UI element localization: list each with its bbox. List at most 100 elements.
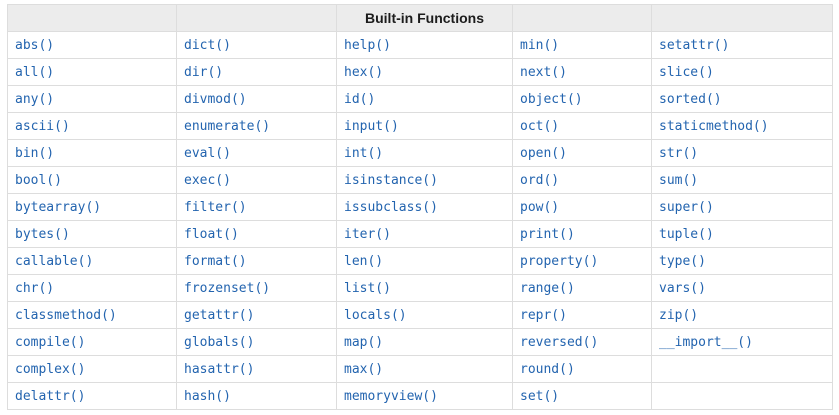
function-link[interactable]: abs() (15, 37, 55, 53)
table-cell: range() (512, 274, 652, 302)
function-link[interactable]: float() (184, 226, 239, 242)
table-row: delattr() hash() memoryview() set() (7, 382, 833, 410)
table-row: classmethod() getattr() locals() repr() zip(… (7, 301, 833, 329)
function-link[interactable]: hash() (184, 388, 231, 404)
table-cell: delattr() (7, 382, 177, 410)
function-link[interactable]: round() (520, 361, 575, 377)
function-link[interactable]: tuple() (659, 226, 714, 242)
table-cell: tuple() (651, 220, 833, 248)
function-link[interactable]: sum() (659, 172, 699, 188)
function-link[interactable]: issubclass() (344, 199, 438, 215)
function-link[interactable]: max() (344, 361, 384, 377)
table-cell: sum() (651, 166, 833, 194)
table-cell: set() (512, 382, 652, 410)
function-link[interactable]: object() (520, 91, 583, 107)
function-link[interactable]: str() (659, 145, 699, 161)
function-link[interactable]: open() (520, 145, 567, 161)
function-link[interactable]: hasattr() (184, 361, 255, 377)
table-cell: int() (336, 139, 513, 167)
function-link[interactable]: int() (344, 145, 384, 161)
function-link[interactable]: vars() (659, 280, 706, 296)
function-link[interactable]: dir() (184, 64, 224, 80)
function-link[interactable]: setattr() (659, 37, 730, 53)
function-link[interactable]: bool() (15, 172, 62, 188)
table-cell: round() (512, 355, 652, 383)
function-link[interactable]: help() (344, 37, 391, 53)
function-link[interactable]: all() (15, 64, 55, 80)
function-link[interactable]: enumerate() (184, 118, 271, 134)
function-link[interactable]: ascii() (15, 118, 70, 134)
function-link[interactable]: bytearray() (15, 199, 102, 215)
table-cell: max() (336, 355, 513, 383)
table-cell: id() (336, 85, 513, 113)
table-cell: callable() (7, 247, 177, 275)
table-cell: bool() (7, 166, 177, 194)
function-link[interactable]: staticmethod() (659, 118, 769, 134)
header-cell-empty-2 (176, 4, 337, 32)
function-link[interactable]: input() (344, 118, 399, 134)
header-cell-empty-3 (512, 4, 652, 32)
function-link[interactable]: slice() (659, 64, 714, 80)
table-cell: super() (651, 193, 833, 221)
function-link[interactable]: reversed() (520, 334, 599, 350)
function-link[interactable]: zip() (659, 307, 699, 323)
function-link[interactable]: bytes() (15, 226, 70, 242)
table-cell: hex() (336, 58, 513, 86)
function-link[interactable]: frozenset() (184, 280, 271, 296)
table-row: ascii() enumerate() input() oct() staticmeth… (7, 112, 833, 140)
function-link[interactable]: range() (520, 280, 575, 296)
function-link[interactable]: format() (184, 253, 247, 269)
table-cell: issubclass() (336, 193, 513, 221)
function-link[interactable]: iter() (344, 226, 391, 242)
function-link[interactable]: divmod() (184, 91, 247, 107)
function-link[interactable]: globals() (184, 334, 255, 350)
table-cell: help() (336, 31, 513, 59)
function-link[interactable]: eval() (184, 145, 231, 161)
table-cell: slice() (651, 58, 833, 86)
function-link[interactable]: delattr() (15, 388, 86, 404)
table-cell: sorted() (651, 85, 833, 113)
function-link[interactable]: exec() (184, 172, 231, 188)
function-link[interactable]: classmethod() (15, 307, 117, 323)
table-row: any() divmod() id() object() sorted() (7, 85, 833, 113)
function-link[interactable]: next() (520, 64, 567, 80)
function-link[interactable]: repr() (520, 307, 567, 323)
function-link[interactable]: filter() (184, 199, 247, 215)
function-link[interactable]: oct() (520, 118, 560, 134)
function-link[interactable]: min() (520, 37, 560, 53)
function-link[interactable]: bin() (15, 145, 55, 161)
function-link[interactable]: pow() (520, 199, 560, 215)
function-link[interactable]: property() (520, 253, 599, 269)
function-link[interactable]: __import__() (659, 334, 753, 350)
table-cell: list() (336, 274, 513, 302)
function-link[interactable]: list() (344, 280, 391, 296)
table-title: Built-in Functions (336, 4, 513, 32)
function-link[interactable]: set() (520, 388, 560, 404)
table-cell: hasattr() (176, 355, 337, 383)
table-row: compile() globals() map() reversed() __impor… (7, 328, 833, 356)
function-link[interactable]: len() (344, 253, 384, 269)
function-link[interactable]: sorted() (659, 91, 722, 107)
function-link[interactable]: chr() (15, 280, 55, 296)
function-link[interactable]: any() (15, 91, 55, 107)
function-link[interactable]: memoryview() (344, 388, 438, 404)
function-link[interactable]: print() (520, 226, 575, 242)
table-cell: classmethod() (7, 301, 177, 329)
function-link[interactable]: getattr() (184, 307, 255, 323)
function-link[interactable]: dict() (184, 37, 231, 53)
function-link[interactable]: ord() (520, 172, 560, 188)
function-link[interactable]: complex() (15, 361, 86, 377)
function-link[interactable]: id() (344, 91, 376, 107)
table-cell: object() (512, 85, 652, 113)
function-link[interactable]: callable() (15, 253, 94, 269)
function-link[interactable]: type() (659, 253, 706, 269)
function-link[interactable]: compile() (15, 334, 86, 350)
function-link[interactable]: super() (659, 199, 714, 215)
function-link[interactable]: locals() (344, 307, 407, 323)
table-cell: any() (7, 85, 177, 113)
function-link[interactable]: map() (344, 334, 384, 350)
table-row: callable() format() len() property() type() (7, 247, 833, 275)
function-link[interactable]: isinstance() (344, 172, 438, 188)
function-link[interactable]: hex() (344, 64, 384, 80)
table-row: bytearray() filter() issubclass() pow() supe… (7, 193, 833, 221)
